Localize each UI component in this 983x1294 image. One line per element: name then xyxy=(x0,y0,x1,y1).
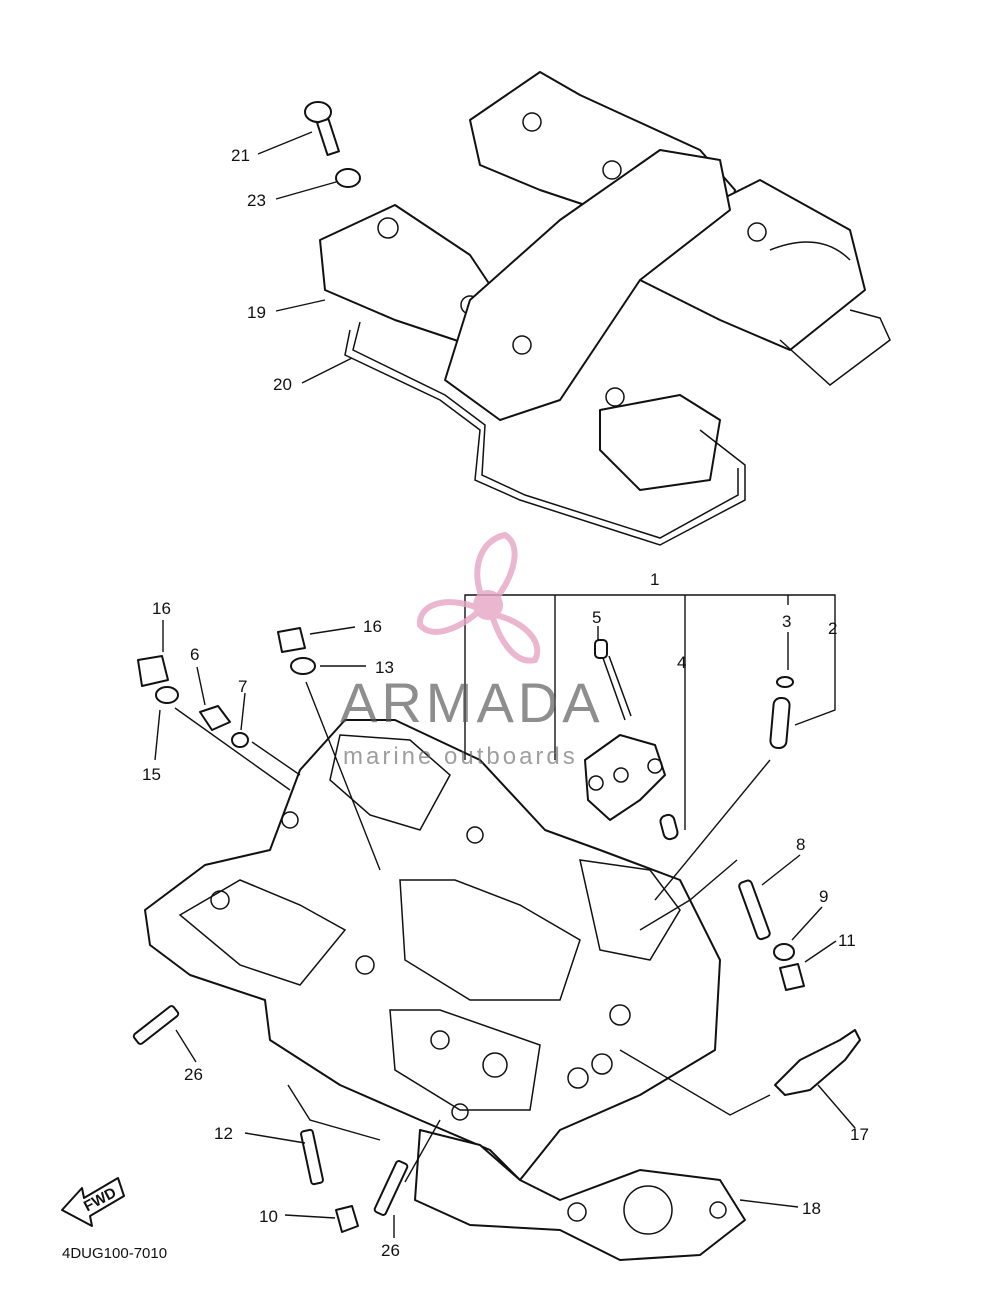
callout-labels: 21 23 19 20 1 2 3 4 5 16 16 13 6 7 15 8 … xyxy=(142,146,869,1260)
nut-10 xyxy=(335,1205,359,1233)
callout-6: 6 xyxy=(190,645,199,664)
fwd-arrow-icon: FWD xyxy=(61,1177,125,1227)
propeller-icon xyxy=(416,531,541,664)
watermark-tagline: marine outboards xyxy=(343,743,578,770)
stud-bolt-26-left xyxy=(132,1005,180,1045)
callout-7: 7 xyxy=(238,677,247,696)
callout-5: 5 xyxy=(592,608,601,627)
callout-16-left: 16 xyxy=(152,599,171,618)
callout-3: 3 xyxy=(782,612,791,631)
plug-16-right xyxy=(277,627,306,653)
spark-plug-17 xyxy=(774,1029,861,1096)
stud-bolt-26-bottom xyxy=(373,1160,409,1216)
cylinder-head-gasket xyxy=(414,1129,746,1261)
gasket-13 xyxy=(290,657,316,675)
bolt-21 xyxy=(304,101,340,157)
callout-11: 11 xyxy=(838,931,856,950)
callout-17: 17 xyxy=(850,1125,869,1144)
cylinder-head xyxy=(144,719,721,1181)
callout-26-left: 26 xyxy=(184,1065,203,1084)
callout-12: 12 xyxy=(214,1124,233,1143)
grommet-23 xyxy=(335,168,361,188)
watermark-brand: ARMADA xyxy=(340,671,604,734)
callout-4: 4 xyxy=(677,653,686,672)
callout-21: 21 xyxy=(231,146,250,165)
stud-bolt-8 xyxy=(738,879,771,941)
washer-9 xyxy=(773,943,795,961)
callout-20: 20 xyxy=(273,375,292,394)
watermark-logo: ARMADA marine outboards xyxy=(340,531,604,770)
washer-7 xyxy=(231,732,249,748)
nut-11 xyxy=(779,963,805,991)
leader-lines xyxy=(154,131,856,1238)
callout-16-right: 16 xyxy=(363,617,382,636)
catalog-code: 4DUG100-7010 xyxy=(62,1245,167,1262)
callout-18: 18 xyxy=(802,1199,821,1218)
rocker-arm-assembly xyxy=(584,734,679,841)
union-bolt-6 xyxy=(199,705,231,731)
callout-10: 10 xyxy=(259,1207,278,1226)
callout-19: 19 xyxy=(247,303,266,322)
callout-2: 2 xyxy=(828,619,837,638)
plug-16-left xyxy=(137,655,169,687)
stud-bolt-12 xyxy=(300,1128,324,1186)
cylinder-head-cover-gasket xyxy=(344,309,891,546)
callout-8: 8 xyxy=(796,835,805,854)
callout-15: 15 xyxy=(142,765,161,784)
gasket-15 xyxy=(155,686,179,704)
rocker-shaft-2 xyxy=(769,696,791,750)
callout-13: 13 xyxy=(375,658,394,677)
cylinder-head-cover-center xyxy=(444,149,731,491)
callout-9: 9 xyxy=(819,887,828,906)
callout-26-bottom: 26 xyxy=(381,1241,400,1260)
callout-1: 1 xyxy=(650,570,659,589)
adjusting-screw-5 xyxy=(594,639,632,721)
washer-3 xyxy=(776,676,794,688)
callout-23: 23 xyxy=(247,191,266,210)
